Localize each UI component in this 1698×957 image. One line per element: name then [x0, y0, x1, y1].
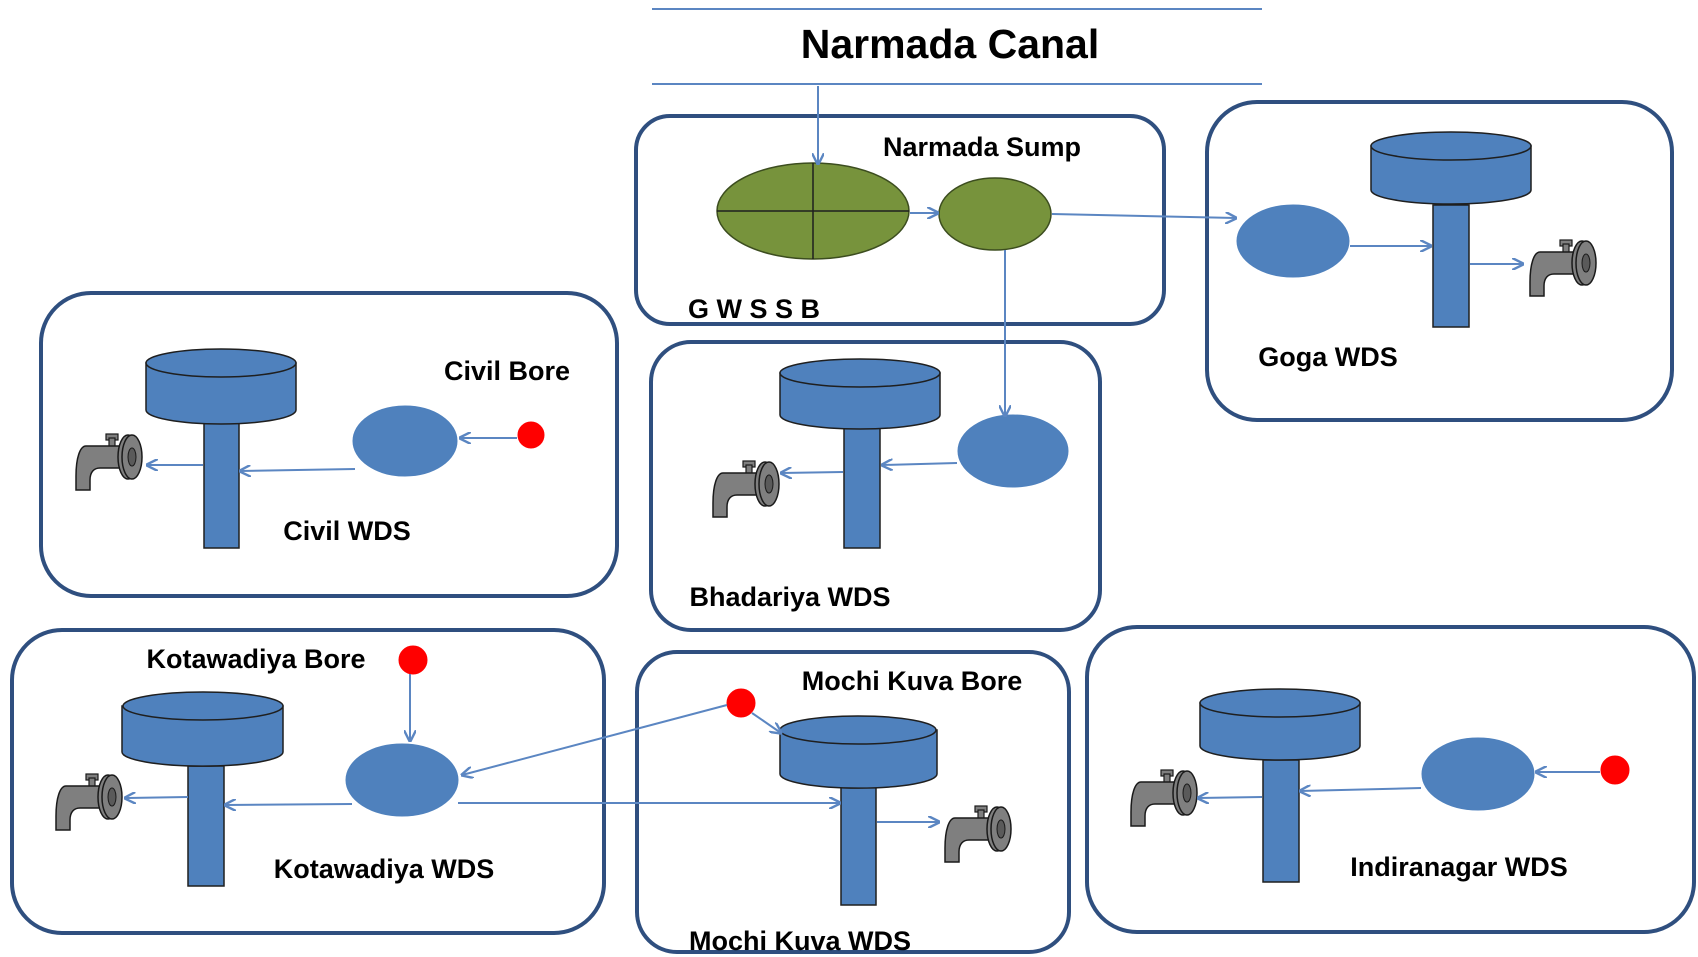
canal-title: Narmada Canal — [801, 21, 1100, 67]
civil-water-tank-icon — [145, 348, 297, 549]
goga-sump-icon — [1236, 204, 1350, 278]
mochi-kuva-bore-label: Mochi Kuva Bore — [802, 666, 1023, 696]
bhadariya-wds-label: Bhadariya WDS — [689, 582, 890, 612]
panel-goga-wds: Goga WDS — [1205, 100, 1674, 422]
civil-bore-label: Civil Bore — [444, 356, 570, 386]
mochi-kuva-bore-icon — [726, 688, 756, 718]
flow-arrow — [1051, 214, 1236, 218]
gwssb-label: G W S S B — [688, 294, 820, 324]
goga-wds-label: Goga WDS — [1258, 342, 1398, 372]
kotawadiya-sump-icon — [345, 743, 459, 817]
canal-intake-sump-icon — [716, 162, 910, 260]
flow-arrow — [240, 469, 356, 471]
civil-sump-icon — [352, 405, 458, 477]
indiranagar-water-tank-icon — [1199, 688, 1361, 883]
narmada-sump-icon — [938, 177, 1052, 251]
indiranagar-sump-icon — [1421, 737, 1535, 811]
kotawadiya-bore-icon — [398, 645, 428, 675]
flow-arrow — [751, 712, 781, 733]
panel-indiranagar-wds: Indiranagar WDS — [1085, 625, 1696, 934]
panel-bhadariya-wds: Bhadariya WDS — [649, 340, 1102, 632]
indiranagar-bore-icon — [1600, 755, 1630, 785]
flow-arrow — [882, 463, 958, 465]
civil-wds-label: Civil WDS — [283, 516, 411, 546]
kotawadiya-bore-label: Kotawadiya Bore — [146, 644, 365, 674]
mochi-kuva-water-tank-icon — [779, 715, 938, 906]
narmada-sump-label: Narmada Sump — [883, 132, 1081, 162]
flow-arrow — [781, 472, 844, 473]
flow-arrow — [1198, 797, 1263, 798]
flow-arrow — [462, 704, 728, 775]
civil-bore-icon — [517, 421, 545, 449]
panel-gwssb: Narmada Sump G W S S B — [634, 114, 1166, 326]
panel-mochi-kuva-wds: Mochi Kuva Bore Mochi Kuva WDS — [635, 650, 1071, 956]
goga-water-tank-icon — [1370, 131, 1532, 328]
flow-arrow — [225, 804, 353, 805]
flow-arrow — [1300, 788, 1422, 791]
panel-civil-wds: Civil Bore Civil WDS — [39, 291, 619, 598]
flow-arrows — [125, 86, 1600, 822]
indiranagar-wds-label: Indiranagar WDS — [1350, 852, 1568, 882]
bhadariya-sump-icon — [957, 414, 1069, 488]
kotawadiya-wds-label: Kotawadiya WDS — [274, 854, 495, 884]
bhadariya-water-tank-icon — [779, 358, 941, 549]
panel-kotawadiya-wds: Kotawadiya Bore Kotawadiya WDS — [10, 628, 606, 935]
flow-arrow — [125, 797, 189, 798]
kotawadiya-water-tank-icon — [121, 691, 284, 887]
mochi-kuva-wds-label: Mochi Kuva WDS — [689, 926, 911, 956]
